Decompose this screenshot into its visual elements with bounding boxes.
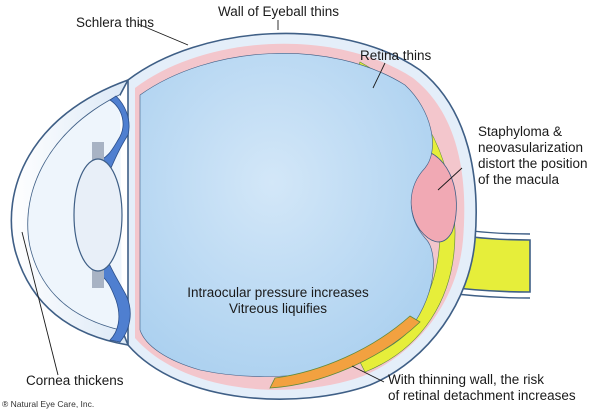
label-detachment: With thinning wall, the risk of retinal … bbox=[388, 372, 598, 404]
leader-retina bbox=[372, 62, 386, 89]
label-staphyloma-line-2: neovasularization bbox=[478, 140, 584, 155]
leader-staphyloma bbox=[437, 167, 463, 191]
retinal-detachment bbox=[269, 315, 421, 389]
label-pressure-line-2: Vitreous liquifies bbox=[228, 301, 328, 316]
label-detachment-line-2: of retinal detachment increases bbox=[388, 388, 576, 403]
copyright-notice: ® Natural Eye Care, Inc. bbox=[2, 399, 95, 409]
label-sclera: Schlera thins bbox=[76, 15, 155, 30]
leader-lines bbox=[21, 20, 463, 383]
label-staphyloma: Staphyloma & neovasularization distort t… bbox=[478, 124, 600, 188]
label-staphyloma-line-3: distort the position bbox=[478, 156, 588, 171]
leader-cornea bbox=[21, 231, 59, 376]
leader-sclera bbox=[137, 23, 189, 46]
vitreous-body bbox=[139, 53, 434, 377]
label-pressure: Intraocular pressure increases Vitreous … bbox=[170, 285, 386, 317]
label-wall-of-eyeball: Wall of Eyeball thins bbox=[218, 4, 340, 19]
label-staphyloma-line-4: of the macula bbox=[478, 172, 560, 187]
lens bbox=[73, 158, 123, 272]
label-detachment-line-1: With thinning wall, the risk bbox=[388, 372, 545, 387]
label-cornea: Cornea thickens bbox=[26, 373, 124, 388]
leader-detachment bbox=[351, 365, 385, 383]
label-staphyloma-line-1: Staphyloma & bbox=[478, 124, 563, 139]
label-pressure-line-1: Intraocular pressure increases bbox=[187, 285, 369, 300]
label-retina: Retina thins bbox=[360, 48, 432, 63]
